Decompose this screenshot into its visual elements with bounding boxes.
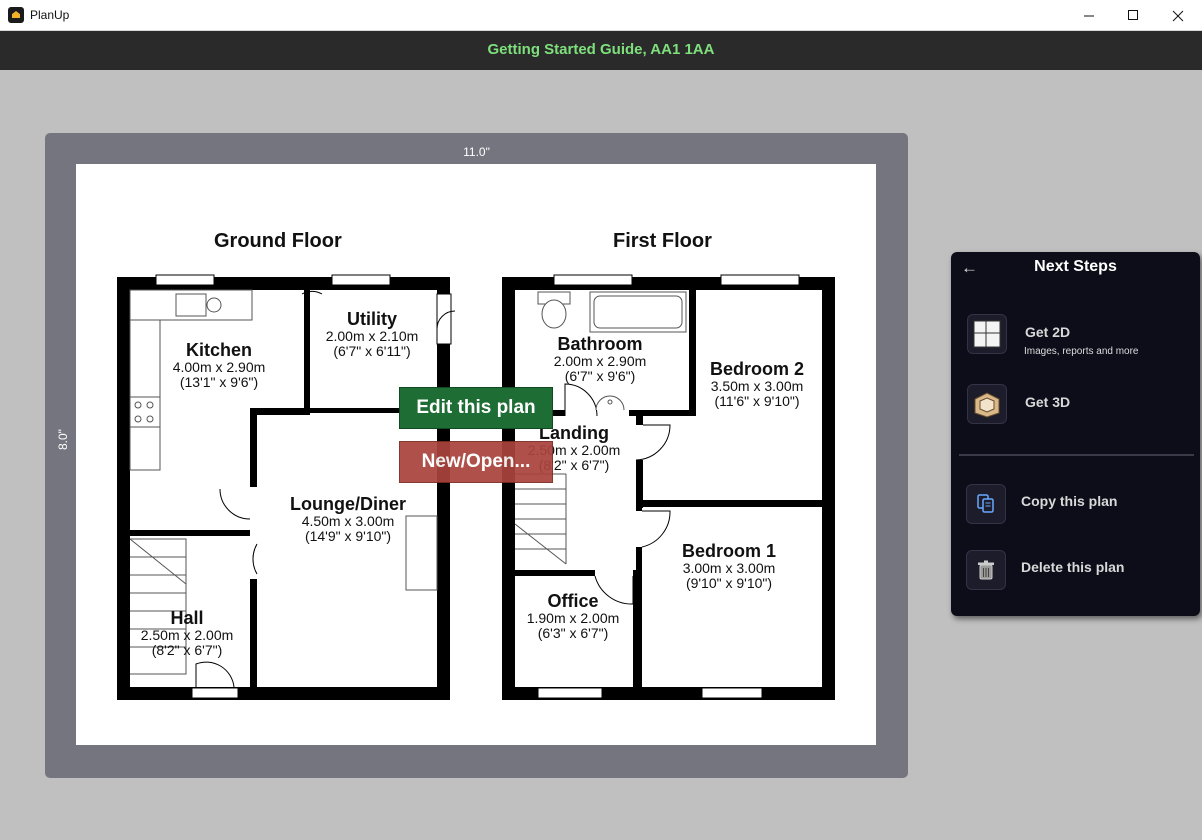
plan-header-bar: Getting Started Guide, AA1 1AA	[0, 31, 1202, 70]
room-office[interactable]: Office 1.90m x 2.00m (6'3" x 6'7")	[527, 591, 620, 641]
first-floor-windows	[537, 274, 800, 699]
floorplan-3d-icon	[967, 384, 1007, 424]
room-bedroom-2[interactable]: Bedroom 2 3.50m x 3.00m (11'6" x 9'10")	[710, 359, 804, 409]
ground-floor-windows	[155, 274, 391, 699]
room-metric: 2.50m x 2.00m	[140, 627, 234, 643]
room-metric: 1.90m x 2.00m	[526, 610, 620, 626]
room-name: Bedroom 1	[681, 541, 777, 561]
close-icon	[1172, 10, 1184, 21]
delete-plan-item[interactable]: Delete this plan	[951, 550, 1200, 594]
window-title: PlanUp	[30, 8, 70, 22]
trash-icon	[966, 550, 1006, 590]
get-2d-label: Get 2D	[1025, 324, 1071, 340]
floorplan-drawing	[117, 274, 835, 700]
room-imperial: (6'3" x 6'7")	[537, 625, 609, 641]
room-imperial: (14'9" x 9'10")	[304, 528, 392, 544]
maximize-icon	[1127, 10, 1138, 20]
new-open-button[interactable]: New/Open...	[399, 441, 553, 483]
copy-plan-label: Copy this plan	[1021, 493, 1118, 509]
room-metric: 3.00m x 3.00m	[682, 560, 776, 576]
room-bathroom[interactable]: Bathroom 2.00m x 2.90m (6'7" x 9'6")	[554, 334, 647, 384]
room-name: Bedroom 2	[709, 359, 805, 379]
room-imperial: (8'2" x 6'7")	[538, 457, 610, 473]
room-name: Lounge/Diner	[290, 494, 406, 514]
room-name: Utility	[346, 309, 398, 329]
panel-divider	[959, 454, 1194, 456]
room-name: Bathroom	[557, 334, 643, 354]
first-floor-fixtures	[514, 291, 687, 565]
get-3d-item[interactable]: Get 3D	[951, 384, 1200, 428]
room-metric: 4.50m x 3.00m	[301, 513, 395, 529]
window-titlebar: PlanUp	[0, 0, 1202, 31]
page-height-label: 8.0"	[56, 429, 70, 450]
panel-title: Next Steps	[1034, 258, 1117, 275]
room-kitchen[interactable]: Kitchen 4.00m x 2.90m (13'1" x 9'6")	[173, 340, 266, 390]
next-steps-panel: ← Next Steps Get 2D Images, reports and …	[951, 252, 1200, 616]
room-metric: 2.00m x 2.10m	[325, 328, 419, 344]
room-name: Office	[547, 591, 599, 611]
copy-icon	[966, 484, 1006, 524]
room-imperial: (13'1" x 9'6")	[179, 374, 259, 390]
room-imperial: (8'2" x 6'7")	[151, 642, 223, 658]
room-bedroom-1[interactable]: Bedroom 1 3.00m x 3.00m (9'10" x 9'10")	[682, 541, 776, 591]
room-imperial: (11'6" x 9'10")	[714, 393, 800, 409]
ground-floor-doors	[195, 290, 456, 688]
ground-floor-title: Ground Floor	[214, 230, 342, 252]
get-2d-item[interactable]: Get 2D Images, reports and more	[951, 314, 1200, 358]
room-metric: 3.50m x 3.00m	[710, 378, 804, 394]
minimize-button[interactable]	[1066, 0, 1112, 31]
edit-plan-button[interactable]: Edit this plan	[399, 387, 553, 429]
room-utility[interactable]: Utility 2.00m x 2.10m (6'7" x 6'11")	[326, 309, 419, 359]
get-2d-sublabel: Images, reports and more	[1024, 346, 1139, 357]
copy-plan-item[interactable]: Copy this plan	[951, 484, 1200, 528]
maximize-button[interactable]	[1110, 0, 1156, 31]
close-button[interactable]	[1155, 0, 1201, 31]
page-width-label: 11.0"	[463, 145, 490, 159]
room-hall[interactable]: Hall 2.50m x 2.00m (8'2" x 6'7")	[141, 608, 234, 658]
room-name: Kitchen	[185, 340, 253, 360]
room-imperial: (6'7" x 9'6")	[564, 368, 636, 384]
back-arrow-icon[interactable]: ←	[961, 258, 978, 277]
delete-plan-label: Delete this plan	[1021, 559, 1125, 575]
floorplan-2d-icon	[967, 314, 1007, 354]
room-lounge-diner[interactable]: Lounge/Diner 4.50m x 3.00m (14'9" x 9'10…	[290, 494, 406, 544]
room-name: Landing	[538, 423, 609, 443]
room-name: Hall	[170, 608, 204, 628]
plan-title: Getting Started Guide, AA1 1AA	[487, 41, 715, 58]
room-metric: 2.00m x 2.90m	[553, 353, 647, 369]
app-logo-icon	[8, 7, 24, 23]
ground-floor-fixtures	[129, 289, 438, 675]
room-imperial: (6'7" x 6'11")	[333, 343, 411, 359]
minimize-icon	[1083, 15, 1094, 17]
get-3d-label: Get 3D	[1025, 394, 1071, 410]
room-metric: 4.00m x 2.90m	[172, 359, 266, 375]
plan-paper[interactable]: Ground Floor First Floor Kitchen 4.00m x…	[76, 164, 876, 745]
first-floor-title: First Floor	[613, 230, 712, 252]
room-imperial: (9'10" x 9'10")	[685, 575, 773, 591]
